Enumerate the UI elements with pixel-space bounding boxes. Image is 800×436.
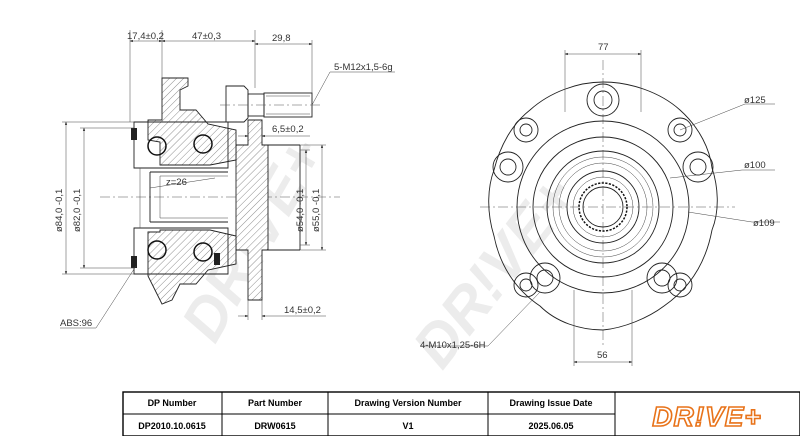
dim-125: ø125 [744, 95, 766, 106]
value-part-number: DRW0615 [254, 421, 295, 431]
header-drawing-version: Drawing Version Number [354, 398, 462, 408]
title-block: DP Number Part Number Drawing Version Nu… [122, 391, 800, 436]
brand-logo: DR!VE+ [652, 401, 761, 432]
dim-56: 56 [597, 350, 608, 361]
front-view [480, 60, 735, 345]
dim-77: 77 [598, 42, 609, 53]
dim-55: ø55,0 -0,1 [311, 189, 322, 232]
section-dimensions: 17,4±0,2 47±0,3 29,8 5-M12x1,5-6g 6,5±0,… [54, 30, 395, 329]
dim-54: ø54,0 -0,1 [295, 189, 306, 232]
value-issue-date: 2025.06.05 [528, 421, 573, 431]
header-dp-number: DP Number [148, 398, 197, 408]
dim-teeth: z=26 [166, 177, 187, 188]
dim-100: ø100 [744, 160, 766, 171]
dim-6-5: 6,5±0,2 [272, 124, 304, 135]
dim-47: 47±0,3 [192, 31, 221, 42]
dim-84: ø84,0 -0,1 [54, 189, 65, 232]
dim-82: ø82,0 -0,1 [72, 189, 83, 232]
header-issue-date: Drawing Issue Date [509, 398, 592, 408]
header-part-number: Part Number [248, 398, 303, 408]
value-dp-number: DP2010.10.0615 [138, 421, 206, 431]
front-dimensions: 77 ø125 ø100 ø109 4-M10x1,25-6H 56 [420, 42, 780, 366]
dim-bolt-thread: 4-M10x1,25-6H [420, 340, 486, 351]
dim-109: ø109 [753, 218, 775, 229]
dim-29-8: 29,8 [272, 33, 291, 44]
dim-stud-thread: 5-M12x1,5-6g [334, 62, 393, 73]
dim-17-4: 17,4±0,2 [127, 31, 164, 42]
dim-14-5: 14,5±0,2 [284, 305, 321, 316]
dim-abs: ABS:96 [60, 318, 92, 329]
value-drawing-version: V1 [402, 421, 413, 431]
section-view [100, 77, 340, 305]
